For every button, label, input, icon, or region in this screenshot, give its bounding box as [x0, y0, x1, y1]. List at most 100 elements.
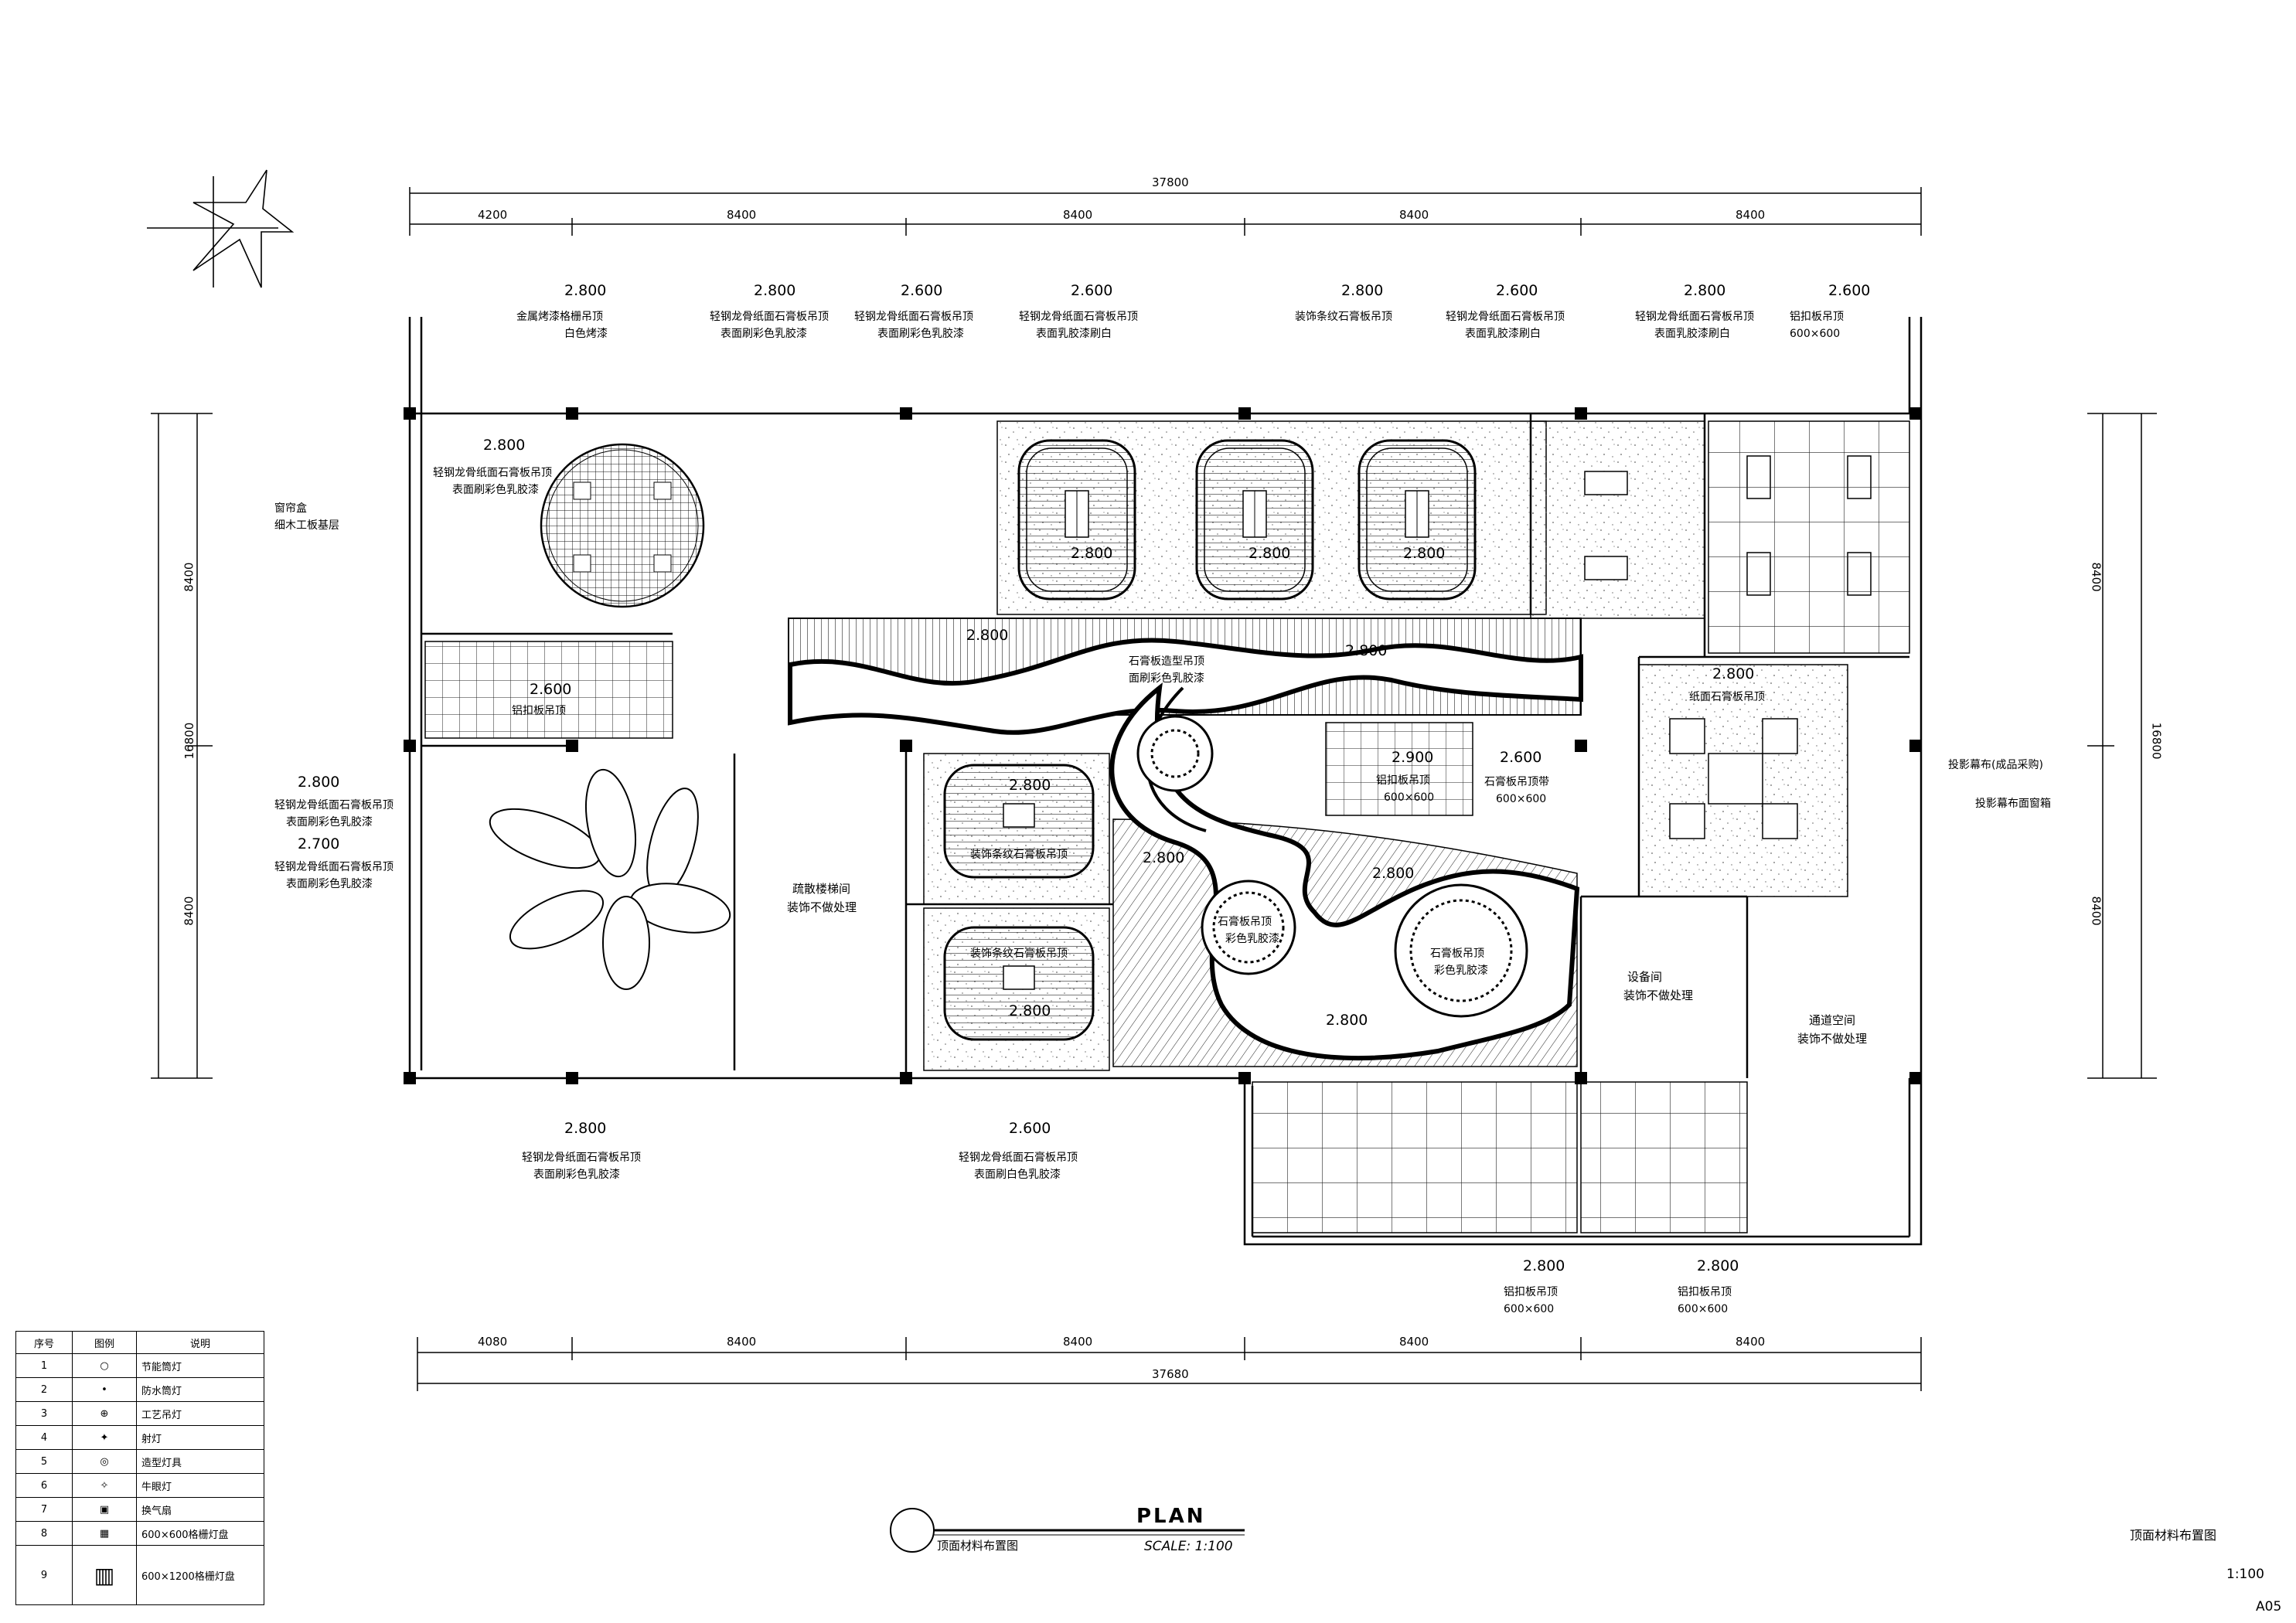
grille-1200-icon: ▥	[94, 1562, 115, 1588]
elevation-mark: 2.900	[1392, 749, 1434, 766]
legend-header: 序号	[15, 1331, 73, 1354]
elevation-mark: 2.600	[1496, 282, 1538, 299]
zone-label: 彩色乳胶漆	[1225, 933, 1279, 945]
zone-label: 石膏板吊顶	[1430, 948, 1484, 960]
dim-top-total: 37800	[1152, 175, 1189, 189]
legend-desc: 600×1200格栅灯盘	[136, 1545, 264, 1605]
building-walls	[408, 317, 1923, 1246]
structural-columns	[404, 407, 1922, 1084]
elevation-mark: 2.800	[1143, 849, 1185, 866]
elevation-mark: 2.600	[1500, 749, 1542, 766]
dim-right-total: 16800	[2149, 722, 2164, 760]
zone-label: 纸面石膏板吊顶	[1689, 691, 1765, 703]
zone-label: 铝扣板吊顶	[1376, 774, 1430, 787]
vent-square-icon: ▣	[99, 1503, 110, 1516]
elevation-mark: 2.800	[1697, 1257, 1739, 1274]
legend-desc: 造型灯具	[136, 1449, 264, 1474]
elevation-mark: 2.800	[298, 774, 340, 791]
dim-left-seg: 8400	[182, 562, 196, 592]
callout-text: 轻钢龙骨纸面石膏板吊顶	[1635, 311, 1754, 323]
elevation-mark: 2.800	[564, 282, 607, 299]
elevation-mark: 2.800	[483, 437, 526, 454]
callout-text: 轻钢龙骨纸面石膏板吊顶	[959, 1152, 1078, 1164]
callout-text: 轻钢龙骨纸面石膏板吊顶	[433, 467, 552, 479]
legend-desc: 牛眼灯	[136, 1473, 264, 1498]
legend-row: 5 ◎ 造型灯具	[15, 1449, 264, 1474]
elevation-mark: 2.800	[754, 282, 796, 299]
elevation-mark: 2.800	[1523, 1257, 1565, 1274]
room-label: 装饰不做处理	[787, 900, 857, 914]
dim-bottom-seg: 8400	[1063, 1335, 1093, 1349]
legend-row: 8 ▦ 600×600格栅灯盘	[15, 1521, 264, 1546]
legend-desc: 换气扇	[136, 1497, 264, 1522]
crosshair-icon: ⊕	[100, 1407, 109, 1420]
callout-text: 轻钢龙骨纸面石膏板吊顶	[854, 311, 973, 323]
elevation-mark: 2.800	[1009, 777, 1051, 794]
elevation-mark: 2.800	[1071, 545, 1113, 562]
dim-bottom-total: 37680	[1152, 1367, 1189, 1381]
title-block-name: 顶面材料布置图	[2130, 1528, 2217, 1543]
legend-header: 图例	[72, 1331, 137, 1354]
legend-desc: 工艺吊灯	[136, 1401, 264, 1426]
callout-text: 表面乳胶漆刷白	[1654, 328, 1730, 340]
dim-top-seg: 8400	[1399, 208, 1429, 222]
elevation-mark: 2.600	[530, 681, 572, 698]
double-ring-icon: ◎	[100, 1455, 109, 1468]
room-label: 设备间	[1627, 970, 1663, 984]
callout-text: 白色烤漆	[564, 328, 608, 340]
title-block-scale: 1:100	[2226, 1567, 2264, 1582]
zone-label: 面刷彩色乳胶漆	[1129, 672, 1204, 685]
ring-downlight-icon: ○	[100, 1359, 109, 1372]
zone-label: 石膏板造型吊顶	[1129, 655, 1204, 668]
elevation-mark: 2.800	[1403, 545, 1446, 562]
callout-text: 轻钢龙骨纸面石膏板吊顶	[522, 1152, 641, 1164]
callout-text: 轻钢龙骨纸面石膏板吊顶	[274, 799, 393, 812]
legend-row: 6 ✧ 牛眼灯	[15, 1473, 264, 1498]
callout-text: 600×600	[1790, 328, 1841, 340]
legend-desc: 射灯	[136, 1425, 264, 1450]
callout-text: 600×600	[1678, 1303, 1729, 1315]
callout-text: 表面刷彩色乳胶漆	[877, 328, 964, 340]
callout-text: 轻钢龙骨纸面石膏板吊顶	[710, 311, 829, 323]
elevation-mark: 2.800	[564, 1120, 607, 1137]
legend-row: 9 ▥ 600×1200格栅灯盘	[15, 1545, 264, 1605]
zone-label: 装饰条纹石膏板吊顶	[970, 849, 1068, 861]
callout-text: 轻钢龙骨纸面石膏板吊顶	[274, 861, 393, 873]
zone-label: 装饰条纹石膏板吊顶	[970, 948, 1068, 960]
elevation-mark: 2.800	[1009, 1002, 1051, 1019]
callout-text: 细木工板基层	[274, 519, 339, 532]
zone-label: 石膏板吊顶	[1218, 916, 1272, 928]
zone-label: 600×600	[1384, 791, 1435, 804]
elevation-mark: 2.700	[298, 835, 340, 852]
elevation-mark: 2.800	[1248, 545, 1291, 562]
dim-bottom-seg: 8400	[727, 1335, 757, 1349]
callout-text: 投影幕布面窗箱	[1975, 798, 2051, 810]
star-spot-icon: ✦	[100, 1431, 109, 1444]
dim-bottom-seg: 8400	[1399, 1335, 1429, 1349]
elevation-mark: 2.600	[1071, 282, 1113, 299]
room-label: 通道空间	[1809, 1013, 1856, 1027]
elevation-mark: 2.800	[1372, 865, 1415, 882]
title-block-sheet-no: A05	[2256, 1599, 2282, 1614]
legend-no: 7	[15, 1497, 73, 1522]
grille-600-icon: ▦	[99, 1527, 110, 1540]
elevation-mark: 2.800	[966, 627, 1009, 644]
callout-text: 铝扣板吊顶	[1504, 1286, 1558, 1298]
dim-right-seg: 8400	[2089, 562, 2104, 592]
callout-text: 轻钢龙骨纸面石膏板吊顶	[1446, 311, 1565, 323]
callout-text: 表面刷彩色乳胶漆	[720, 328, 807, 340]
callout-text: 表面乳胶漆刷白	[1036, 328, 1112, 340]
elevation-mark: 2.800	[1341, 282, 1384, 299]
dimension-lines	[151, 187, 2157, 1391]
legend-no: 8	[15, 1521, 73, 1546]
dot-icon: •	[101, 1383, 107, 1396]
callout-text: 表面刷彩色乳胶漆	[533, 1169, 620, 1181]
dim-top-seg: 4200	[478, 208, 508, 222]
dim-top-seg: 8400	[727, 208, 757, 222]
legend-table: 序号 图例 说明 1 ○ 节能筒灯 2 • 防水筒灯 3 ⊕ 工艺吊灯 4 ✦ …	[15, 1331, 264, 1605]
legend-header: 说明	[136, 1331, 264, 1354]
elevation-mark: 2.800	[1684, 282, 1726, 299]
wave-ceiling-band	[788, 618, 1583, 735]
room-label: 装饰不做处理	[1797, 1032, 1868, 1046]
